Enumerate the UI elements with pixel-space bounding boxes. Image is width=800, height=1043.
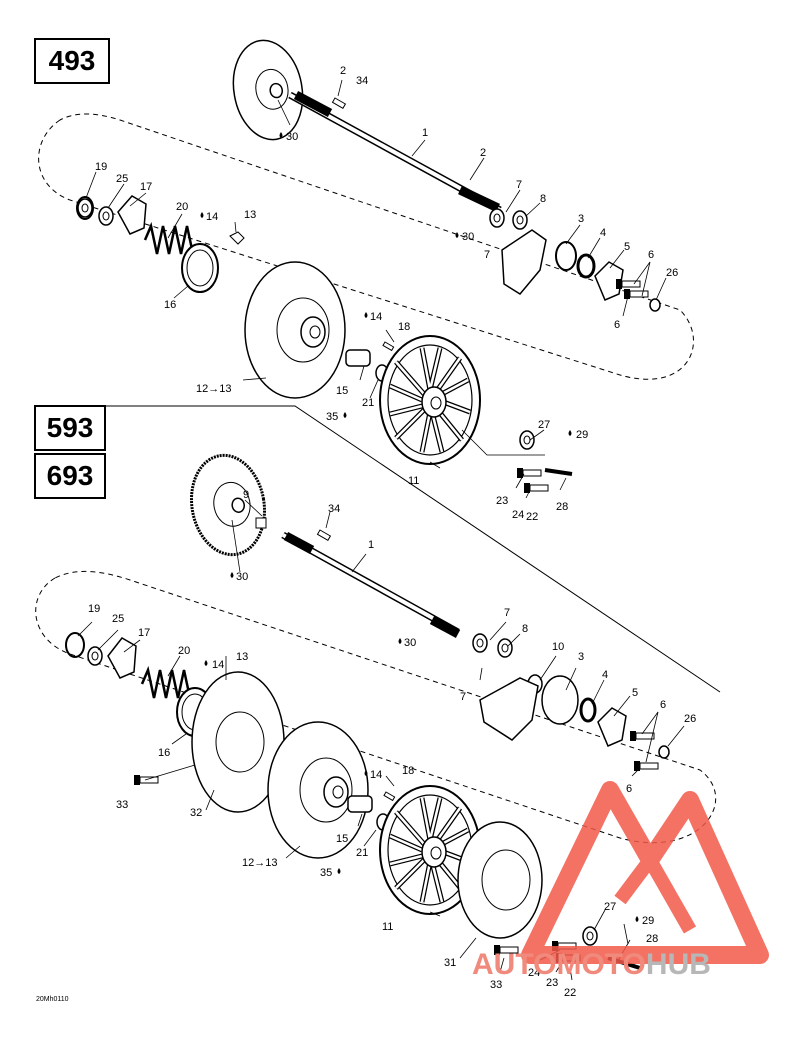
callout: 22: [526, 511, 538, 523]
bottom-belt-outline: [35, 570, 717, 844]
callout: 2: [480, 147, 486, 159]
callout: 12→13: [242, 857, 277, 869]
callout: 14: [370, 311, 382, 323]
callout: 29: [642, 915, 654, 927]
callout: 34: [328, 503, 340, 515]
callout: 27: [604, 901, 616, 913]
callout: 28: [646, 933, 658, 945]
top-belt-outline: [38, 113, 694, 380]
callout: 26: [666, 267, 678, 279]
callout: 25: [116, 173, 128, 185]
callout: 1: [368, 539, 374, 551]
model-box-493: 493: [34, 38, 110, 84]
callout: 25: [112, 613, 124, 625]
callout: 23: [546, 977, 558, 989]
callout: 7: [460, 691, 466, 703]
callout: 31: [444, 957, 456, 969]
callout: 7: [516, 179, 522, 191]
model-box-693: 693: [34, 453, 106, 499]
callout: 10: [552, 641, 564, 653]
callout: 8: [522, 623, 528, 635]
top-assembly: [38, 39, 694, 499]
callout: 19: [95, 161, 107, 173]
watermark-part1: AUTOMOTO: [472, 948, 646, 981]
callout: 11: [408, 475, 419, 487]
callout: 12→13: [196, 383, 231, 395]
callout: 11: [382, 921, 393, 933]
callout: 2: [340, 65, 346, 77]
callout: 35: [326, 411, 338, 423]
callout: 35: [320, 867, 332, 879]
callout: 32: [190, 807, 202, 819]
callout: 4: [602, 669, 608, 681]
callout: 15: [336, 833, 348, 845]
bottom-assembly: [35, 453, 717, 981]
callout: 3: [578, 213, 584, 225]
top-callout-labels: 1 2 2 3 4 5 6 6 7 7 8 11 12→13 13 14 14 …: [95, 65, 678, 523]
callout: 30: [236, 571, 248, 583]
callout: 4: [600, 227, 606, 239]
watermark-part2: HUB: [645, 948, 711, 981]
figure-reference: 20Mh0110: [36, 996, 69, 1003]
callout: 14: [212, 659, 224, 671]
callout: 6: [614, 319, 620, 331]
callout: 17: [140, 181, 152, 193]
callout: 6: [660, 699, 666, 711]
callout: 9: [243, 489, 249, 501]
callout: 19: [88, 603, 100, 615]
callout: 16: [158, 747, 170, 759]
callout: 24: [512, 509, 524, 521]
watermark-logo-icon: [521, 781, 769, 964]
callout: 3: [578, 651, 584, 663]
callout: 21: [362, 397, 374, 409]
callout: 20: [176, 201, 188, 213]
callout: 30: [462, 231, 474, 243]
callout: 33: [490, 979, 502, 991]
callout: 6: [648, 249, 654, 261]
callout: 16: [164, 299, 176, 311]
callout: 13: [244, 209, 256, 221]
callout: 22: [564, 987, 576, 999]
lubricant-drop-icons: [200, 132, 639, 922]
callout: 29: [576, 429, 588, 441]
callout: 18: [402, 765, 414, 777]
callout: 13: [236, 651, 248, 663]
callout: 17: [138, 627, 150, 639]
callout: 23: [496, 495, 508, 507]
callout: 27: [538, 419, 550, 431]
callout: 8: [540, 193, 546, 205]
callout: 6: [626, 783, 632, 795]
callout: 33: [116, 799, 128, 811]
callout: 24: [528, 967, 540, 979]
callout: 7: [504, 607, 510, 619]
watermark-text: AUTOMOTOHUB: [472, 948, 711, 982]
bottom-callout-labels: 1 3 4 5 6 6 7 7 8 9 10 11 12→13 13 14 14…: [88, 489, 696, 999]
callout: 5: [624, 241, 630, 253]
callout: 14: [370, 769, 382, 781]
callout: 7: [484, 249, 490, 261]
callout: 15: [336, 385, 348, 397]
callout: 18: [398, 321, 410, 333]
callout: 5: [632, 687, 638, 699]
callout: 26: [684, 713, 696, 725]
callout: 14: [206, 211, 218, 223]
section-divider-line: [102, 405, 721, 693]
model-box-593: 593: [34, 405, 106, 451]
callout: 20: [178, 645, 190, 657]
callout: 30: [404, 637, 416, 649]
callout: 34: [356, 75, 368, 87]
callout: 21: [356, 847, 368, 859]
callout: 30: [286, 131, 298, 143]
callout: 1: [422, 127, 428, 139]
callout: 28: [556, 501, 568, 513]
